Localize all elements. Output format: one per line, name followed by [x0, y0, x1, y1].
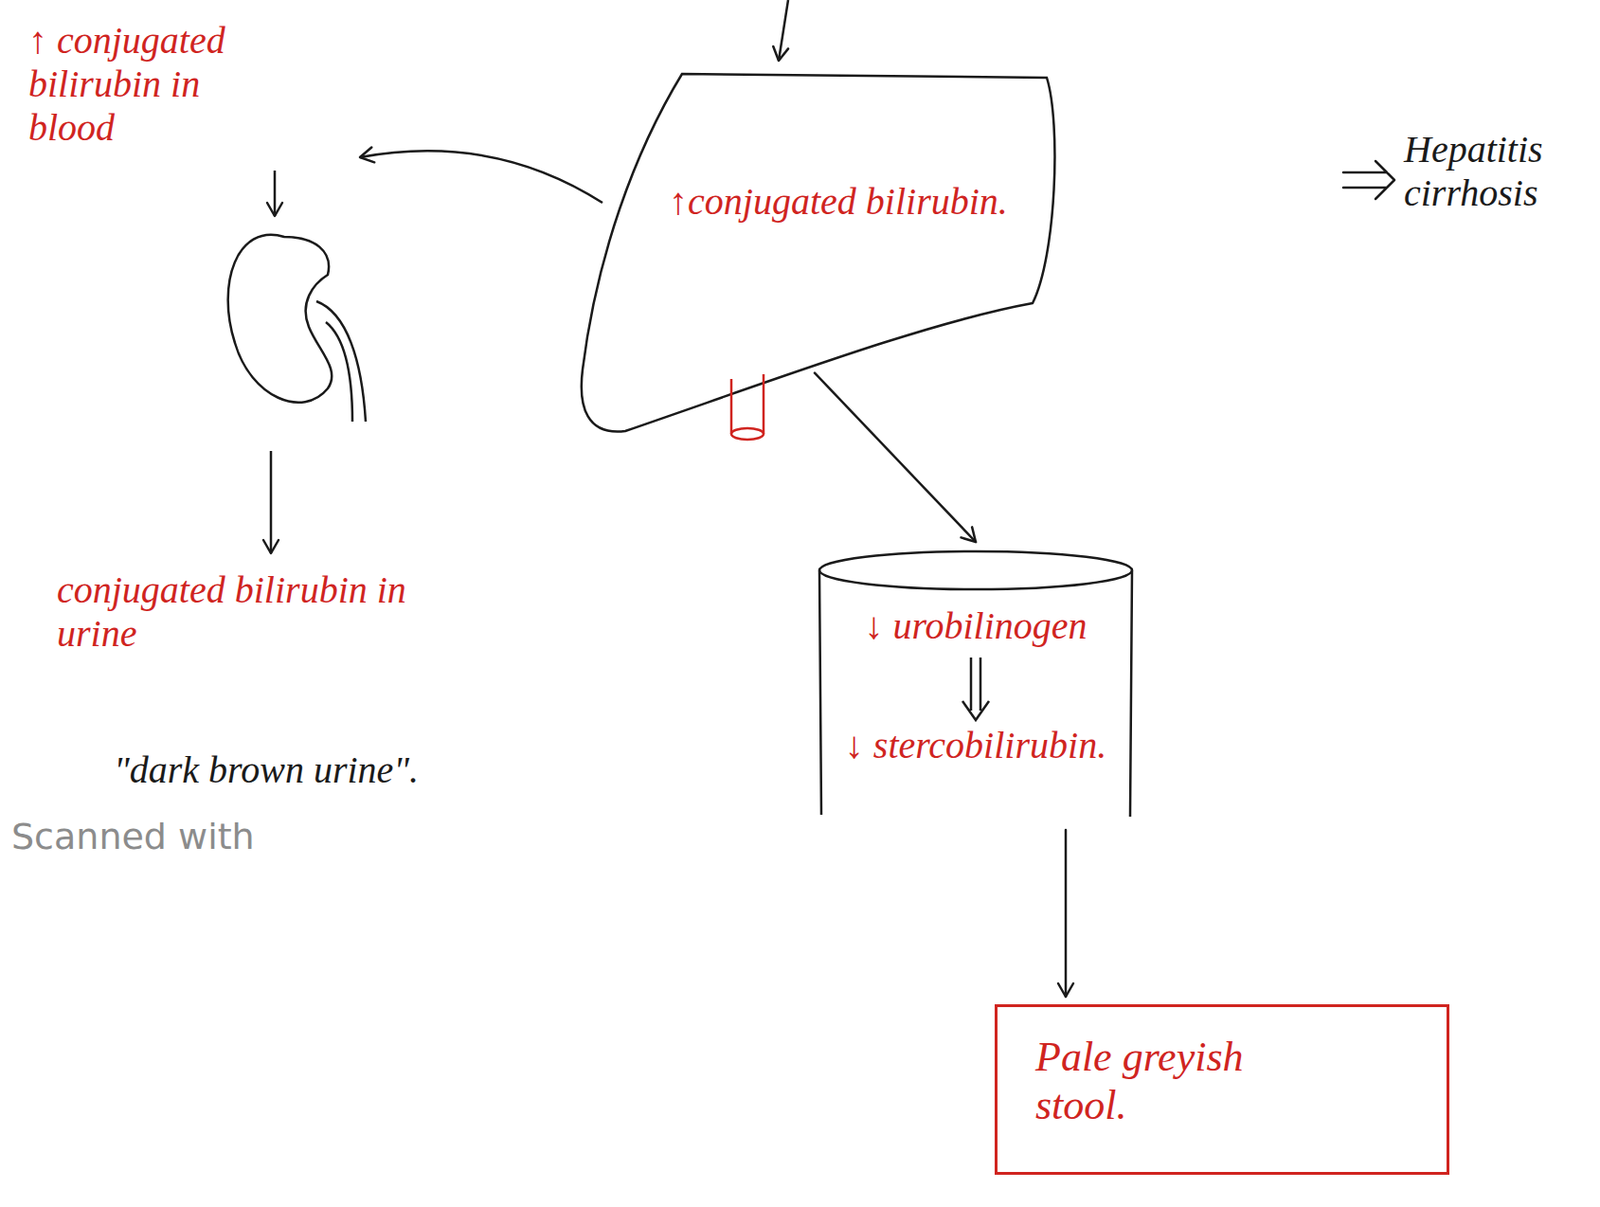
leader-arrow	[359, 150, 603, 203]
incoming-arrow	[778, 0, 789, 61]
node-text: ↑conjugated bilirubin.	[668, 179, 1008, 224]
bile-duct	[731, 374, 764, 434]
liver-outline	[568, 66, 1061, 436]
node-text: ↓ urobilinogen	[863, 604, 1087, 648]
cylinder-outline	[814, 549, 1137, 825]
flow-arrow	[1064, 829, 1068, 997]
kidney-outline	[228, 234, 333, 403]
ureter-line	[325, 322, 353, 422]
liver-organ: ↑conjugated bilirubin.	[568, 66, 1061, 436]
blood-note: ↑ conjugated bilirubin in blood	[28, 18, 256, 150]
leader-arrow	[269, 450, 273, 554]
liver-outline	[581, 73, 1056, 432]
urine-color-note: "dark brown urine".	[113, 748, 531, 792]
urine-note: conjugated bilirubin in urine	[56, 568, 417, 656]
node-text: Pale greyish stool.	[1035, 1033, 1320, 1130]
cause-note: Hepatitis cirrhosis	[1403, 127, 1584, 216]
implies-symbol	[1343, 161, 1395, 199]
bile-duct	[731, 428, 764, 440]
double-down-arrow	[962, 657, 989, 720]
result-box: Pale greyish stool.	[994, 1004, 1450, 1175]
watermark: Scanned with	[11, 816, 372, 859]
flow-arrow	[814, 373, 976, 542]
ureter-line	[316, 301, 366, 422]
leader-arrow	[273, 170, 277, 216]
node-text: ↓ stercobilirubin.	[844, 723, 1107, 768]
cylinder-side	[819, 570, 1133, 817]
cylinder-top	[819, 551, 1133, 590]
intestine-cylinder: ↓ urobilinogen ↓ stercobilirubin.	[814, 549, 1137, 825]
